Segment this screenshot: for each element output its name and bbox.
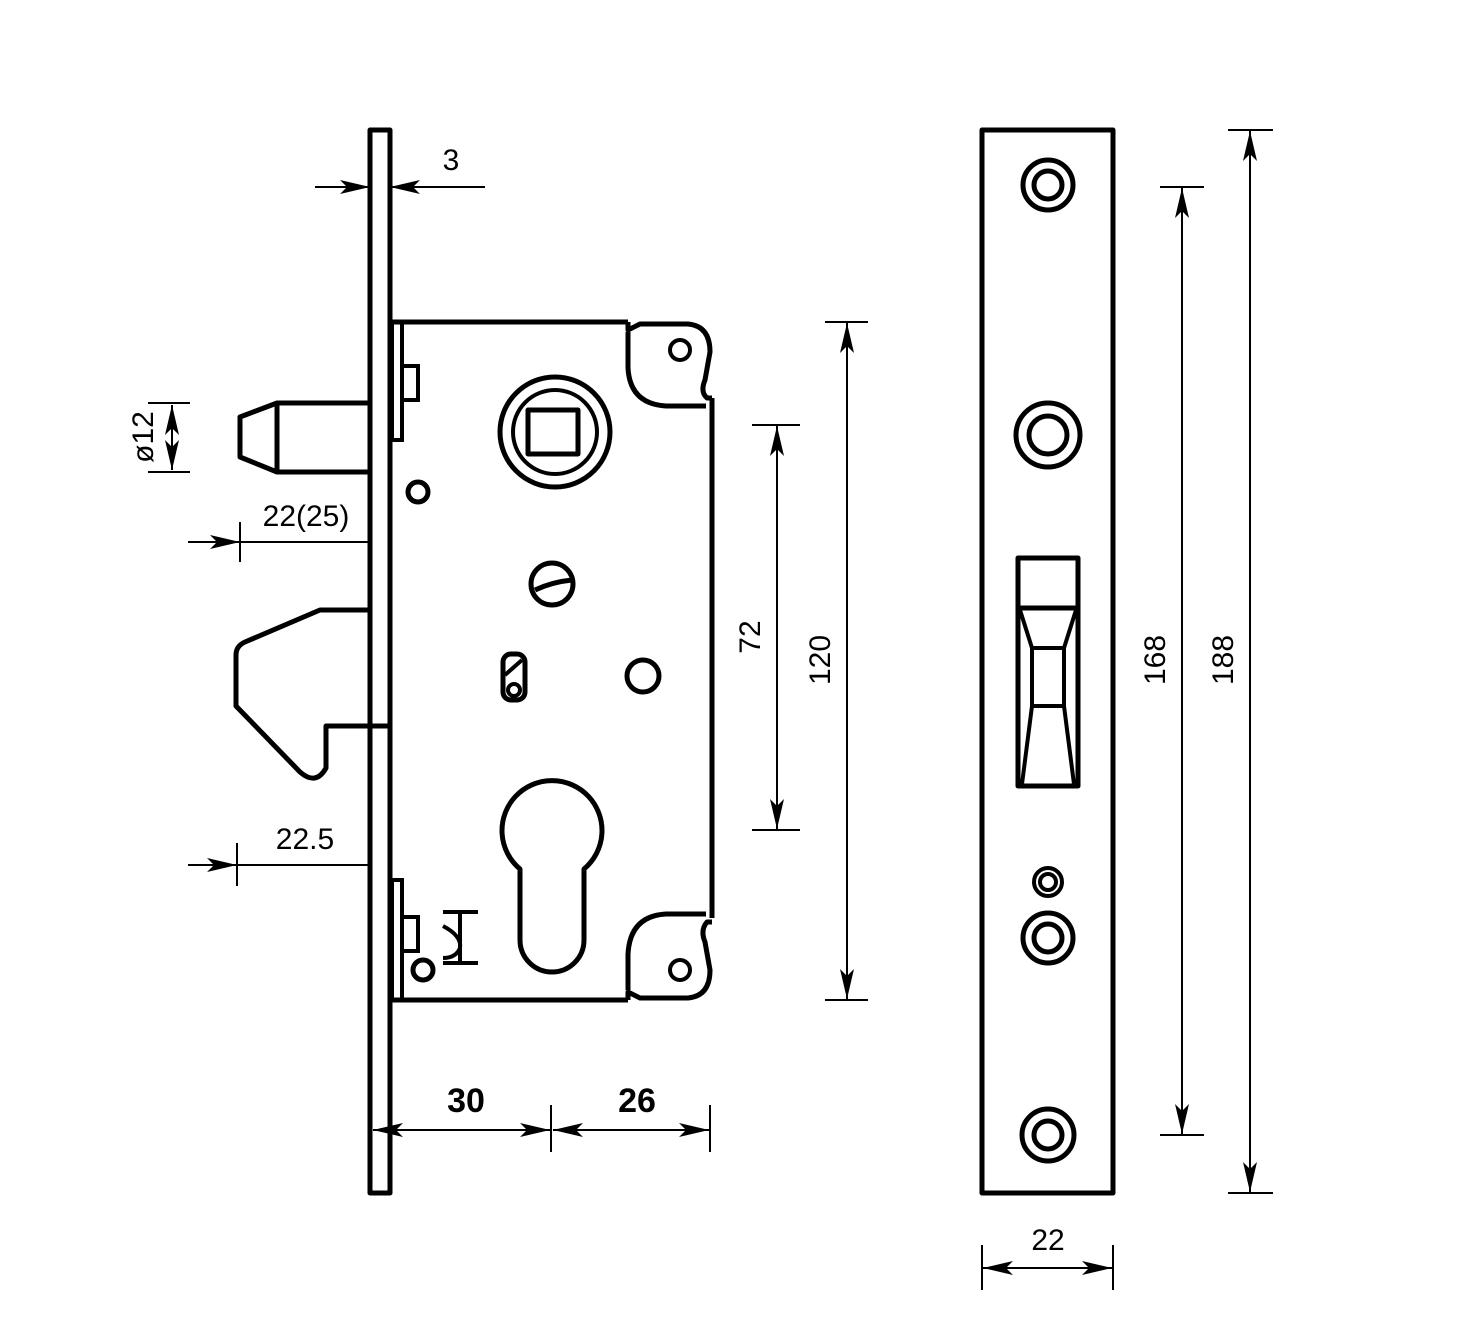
top-tab-block bbox=[400, 364, 420, 402]
slot bbox=[500, 651, 528, 703]
dim-faceplate-width: 22 bbox=[981, 1224, 1114, 1290]
pin-hole-upper bbox=[405, 479, 431, 505]
dim-168-label: 168 bbox=[1139, 635, 1172, 685]
screw-hole-upper bbox=[1013, 400, 1083, 470]
hook-bolt bbox=[233, 607, 390, 781]
bottom-tab-block bbox=[400, 915, 420, 953]
pin-hole-lower bbox=[410, 957, 436, 983]
dim-hook-projection-label: 22(25) bbox=[263, 500, 350, 533]
dim-hook-depth-label: 22.5 bbox=[276, 823, 334, 856]
dim-hook-depth: 22.5 bbox=[188, 823, 370, 886]
dim-thickness-label: 3 bbox=[443, 144, 460, 177]
small-hole bbox=[1032, 866, 1064, 898]
faceplate-side bbox=[367, 127, 393, 1196]
top-ear bbox=[625, 321, 713, 409]
dim-body-rest-label: 26 bbox=[618, 1082, 656, 1120]
ear-hole-top bbox=[668, 338, 692, 362]
spindle-ring-inner bbox=[511, 388, 599, 476]
spindle-ring-outer bbox=[497, 374, 613, 490]
dim-body-height: 120 bbox=[804, 321, 868, 1001]
dim-spindle-cylinder: 72 bbox=[734, 424, 800, 831]
dim-faceplate-height: 188 bbox=[1207, 129, 1273, 1194]
dim-screw-spacing: 168 bbox=[1139, 186, 1204, 1136]
bottom-ear bbox=[625, 911, 713, 1001]
pin-hole-right bbox=[624, 657, 662, 695]
dim-thickness: 3 bbox=[315, 144, 485, 194]
dim-120-label: 120 bbox=[804, 635, 837, 685]
spindle-square bbox=[525, 407, 581, 457]
bracket bbox=[442, 910, 478, 965]
screw-hole-bottom bbox=[1019, 1106, 1077, 1164]
dim-188-label: 188 bbox=[1207, 635, 1240, 685]
screw-hole-lower bbox=[1020, 910, 1076, 966]
dim-backset-label: 30 bbox=[447, 1082, 485, 1120]
side-view bbox=[233, 127, 715, 1196]
faceplate-front bbox=[979, 127, 1116, 1196]
screw-hole-top bbox=[1020, 157, 1076, 213]
latch-opening bbox=[1015, 555, 1081, 789]
dim-22-label: 22 bbox=[1031, 1224, 1064, 1257]
ear-hole-bottom bbox=[668, 958, 692, 982]
dim-bolt-diameter-label: ø12 bbox=[127, 411, 160, 463]
dim-bolt-diameter: ø12 bbox=[127, 402, 190, 473]
dim-72-label: 72 bbox=[734, 620, 767, 653]
cylinder-hole bbox=[499, 778, 605, 975]
latch-bolt bbox=[237, 400, 370, 475]
dim-hook-projection: 22(25) bbox=[188, 500, 370, 562]
lock-body bbox=[392, 319, 715, 1003]
dim-backset: 30 26 bbox=[373, 1082, 711, 1152]
screw-icon bbox=[528, 560, 576, 608]
